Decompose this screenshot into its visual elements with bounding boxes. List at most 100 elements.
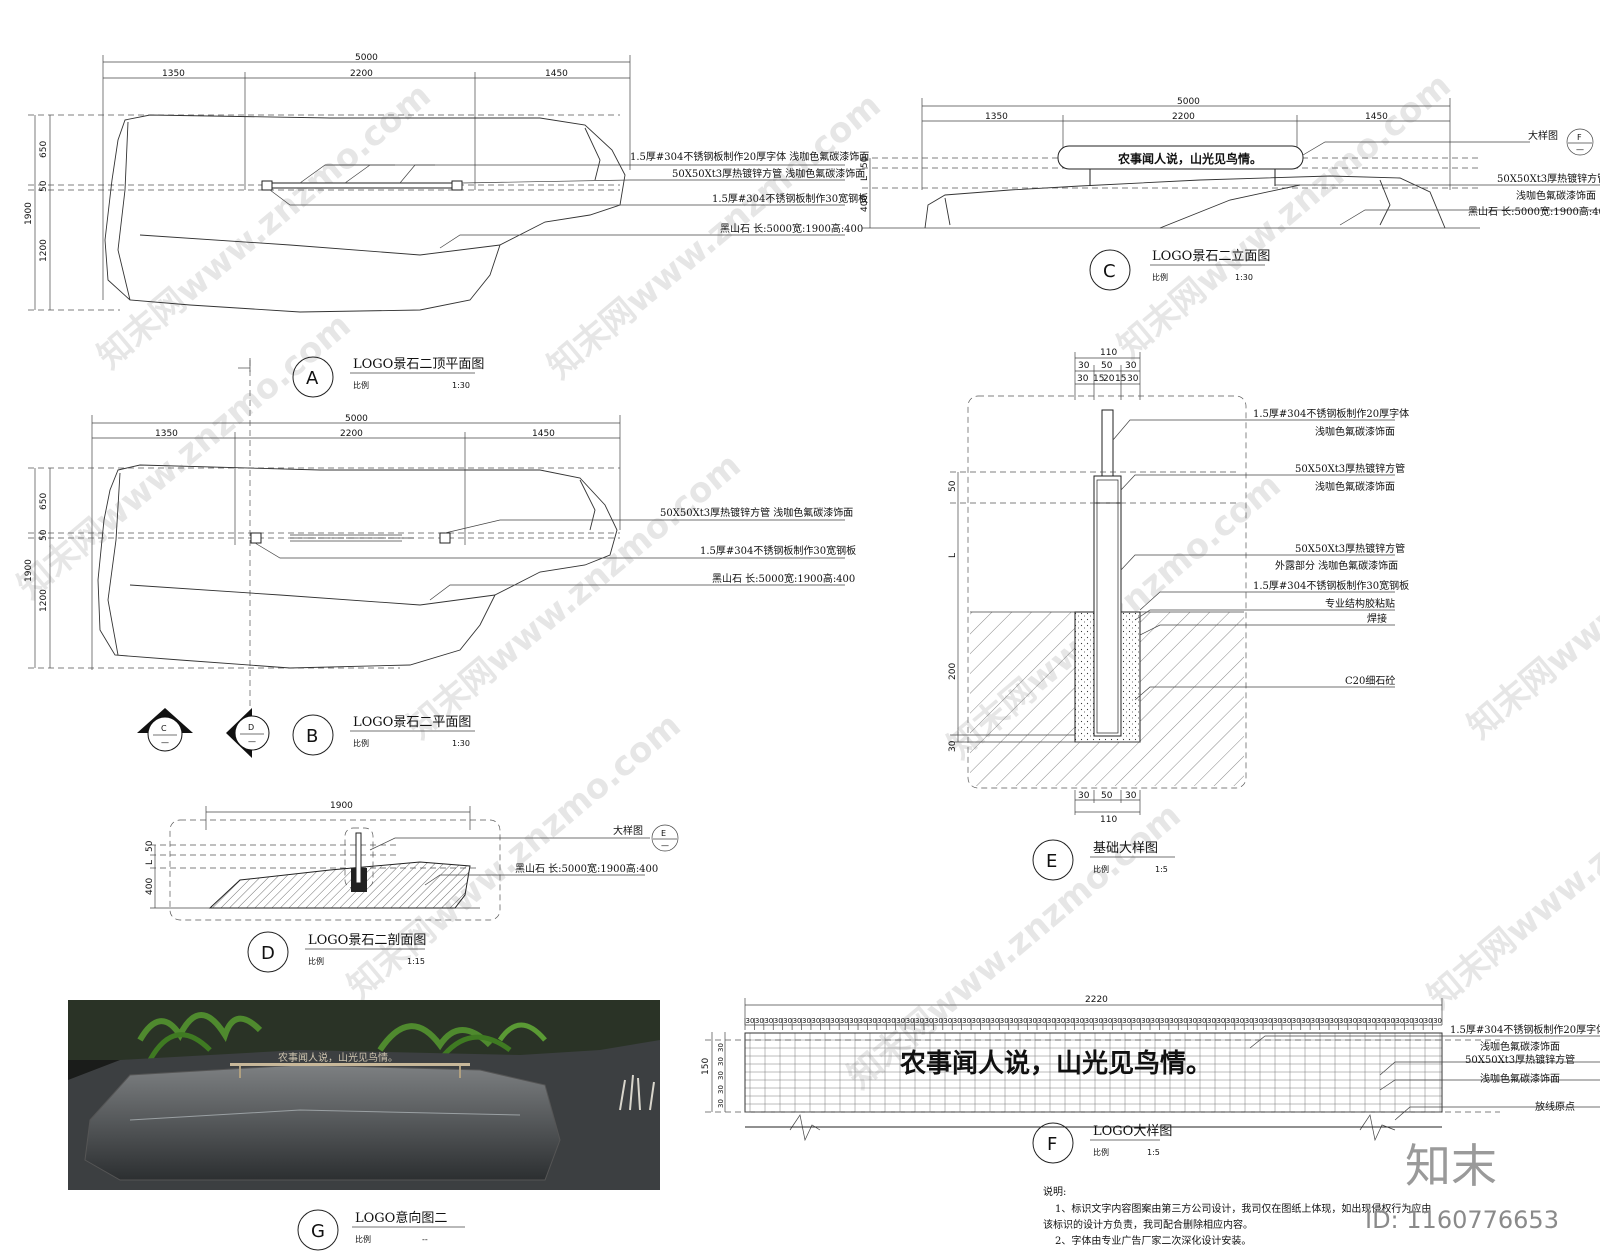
dim-unit-label: 30 [1405,1017,1414,1025]
svg-text:15: 15 [1093,374,1104,384]
dim-a-2: 2200 [350,69,373,79]
drawing-id: ID: 1160776653 [1365,1206,1559,1234]
note-e-7: 1.5厚#304不锈钢板制作30宽钢板 [1253,579,1409,592]
steel-plate-chain [250,532,451,544]
view-title: 基础大样图 [1093,841,1158,856]
explanation-line: 该标识的设计方负责，我司配合删除相应内容。 [1043,1218,1253,1231]
dim-unit-label: 30 [1311,1017,1320,1025]
dim-a-total: 5000 [355,53,378,63]
dim-c-left-1: 50 [860,156,870,168]
svg-text:110: 110 [1100,815,1117,825]
scale-value: 1:15 [407,957,425,966]
note-e-5: 50X50Xt3厚热镀锌方管 [1295,542,1405,555]
view-title: LOGO景石二剖面图 [308,933,426,948]
svg-text:—: — [1576,145,1584,154]
note-c-2: 浅咖色氟碳漆饰面 [1516,189,1596,202]
dim-unit-label: 30 [755,1017,764,1025]
dim-c-total: 5000 [1177,97,1200,107]
dim-unit-label: 30 [1151,1017,1160,1025]
dim-unit-label: 30 [1254,1017,1263,1025]
dim-unit-label: 30 [1433,1017,1442,1025]
view-label: D [261,943,275,964]
scale-value: -- [422,1235,428,1244]
dim-unit-label: 30 [1320,1017,1329,1025]
dim-unit-label: 30 [1348,1017,1357,1025]
note-e-10: C20细石砼 [1345,674,1395,687]
explanation-line: 2、字体由专业广告厂家二次深化设计安装。 [1055,1234,1251,1247]
dim-e-total: 110 [1100,348,1117,358]
dim-unit-label: 30 [1339,1017,1348,1025]
dim-c-3: 1450 [1365,112,1388,122]
dim-unit-label: 30 [896,1017,905,1025]
explanation-notes: 说明: 1、标识文字内容图案由第三方公司设计，我司仅在图纸上体现，如出现侵权行为… [1043,1185,1431,1247]
scale-value: 1:30 [452,739,470,748]
svg-text:—: — [661,841,669,850]
dim-unit-label: 30 [764,1017,773,1025]
note-e-8: 专业结构胶粘贴 [1325,597,1395,610]
note-b-3: 黑山石 长:5000宽:1900高:400 [712,572,855,585]
scale-value: 1:30 [452,381,470,390]
fern-foliage [137,1012,547,1062]
view-label: F [1047,1134,1057,1155]
view-label: B [306,726,318,747]
dim-unit-label: 30 [981,1017,990,1025]
svg-text:30: 30 [948,740,958,752]
note-c-3: 黑山石 长:5000宽:1900高:400 [1468,205,1600,218]
dim-unit-label: 30 [953,1017,962,1025]
svg-text:—: — [248,737,256,746]
dim-unit-label: 30 [1094,1017,1103,1025]
dim-unit-label: 30 [717,1085,725,1094]
dim-unit-label: 30 [1000,1017,1009,1025]
dim-unit-label: 30 [887,1017,896,1025]
dim-unit-label: 30 [1414,1017,1423,1025]
scale-label: 比例 [355,1234,371,1244]
view-label: E [1046,851,1057,872]
dim-unit-label: 30 [1122,1017,1131,1025]
detail-frame [967,395,1247,789]
letter-plate [1101,409,1114,477]
dim-d-left-2: L [145,860,155,865]
dim-unit-label: 30 [1301,1017,1310,1025]
dim-b-3: 1450 [532,429,555,439]
dim-unit-label: 30 [915,1017,924,1025]
svg-text:C: C [161,724,167,733]
watermark-text: 知末网www.znzmo.com [1460,445,1600,747]
dim-unit-label: 30 [924,1017,933,1025]
drawing-g-render: 农事闻人说，山光见鸟情。 G LOGO意向图二 比例 -- [68,1000,660,1251]
view-title: LOGO意向图二 [355,1210,447,1226]
dim-unit-label: 30 [717,1099,725,1108]
dim-unit-label: 30 [877,1017,886,1025]
dim-b-total: 5000 [345,414,368,424]
dim-c-left-2: L [860,176,870,181]
view-label-circle [297,1209,339,1251]
note-c-1: 50X50Xt3厚热镀锌方管 [1497,172,1600,185]
rock-outline [104,114,626,313]
dim-unit-label: 30 [1273,1017,1282,1025]
dim-unit-label: 30 [1424,1017,1433,1025]
note-a-1: 1.5厚#304不锈钢板制作20厚字体 浅咖色氟碳漆饰面 [630,150,869,163]
dim-f-left-total: 150 [701,1058,711,1075]
dim-unit-label: 30 [1377,1017,1386,1025]
svg-text:F: F [1577,133,1582,142]
section-mark-c: C — [137,708,193,752]
rock-elevation [924,175,1446,229]
rock-section [208,861,471,909]
dim-unit-label: 30 [943,1017,952,1025]
svg-text:30: 30 [1078,791,1090,801]
note-f-2: 浅咖色氟碳漆饰面 [1480,1040,1560,1053]
dim-unit-label: 30 [990,1017,999,1025]
dim-unit-label: 30 [1367,1017,1376,1025]
scale-value: 1:5 [1155,865,1168,874]
svg-text:50: 50 [1101,791,1113,801]
svg-text:—: — [161,738,169,747]
dim-unit-label: 30 [1169,1017,1178,1025]
drawing-e-foundation-detail: 110 30 50 30 30 15 20 15 30 50 L 200 30 [948,348,1409,881]
dim-unit-label: 30 [1329,1017,1338,1025]
scale-label: 比例 [308,956,324,966]
scale-value: 1:5 [1147,1148,1160,1157]
dim-unit-label: 30 [1216,1017,1225,1025]
dim-unit-label: 30 [1226,1017,1235,1025]
detail-ref-label: 大样图 [613,824,643,837]
dim-unit-label: 30 [1188,1017,1197,1025]
